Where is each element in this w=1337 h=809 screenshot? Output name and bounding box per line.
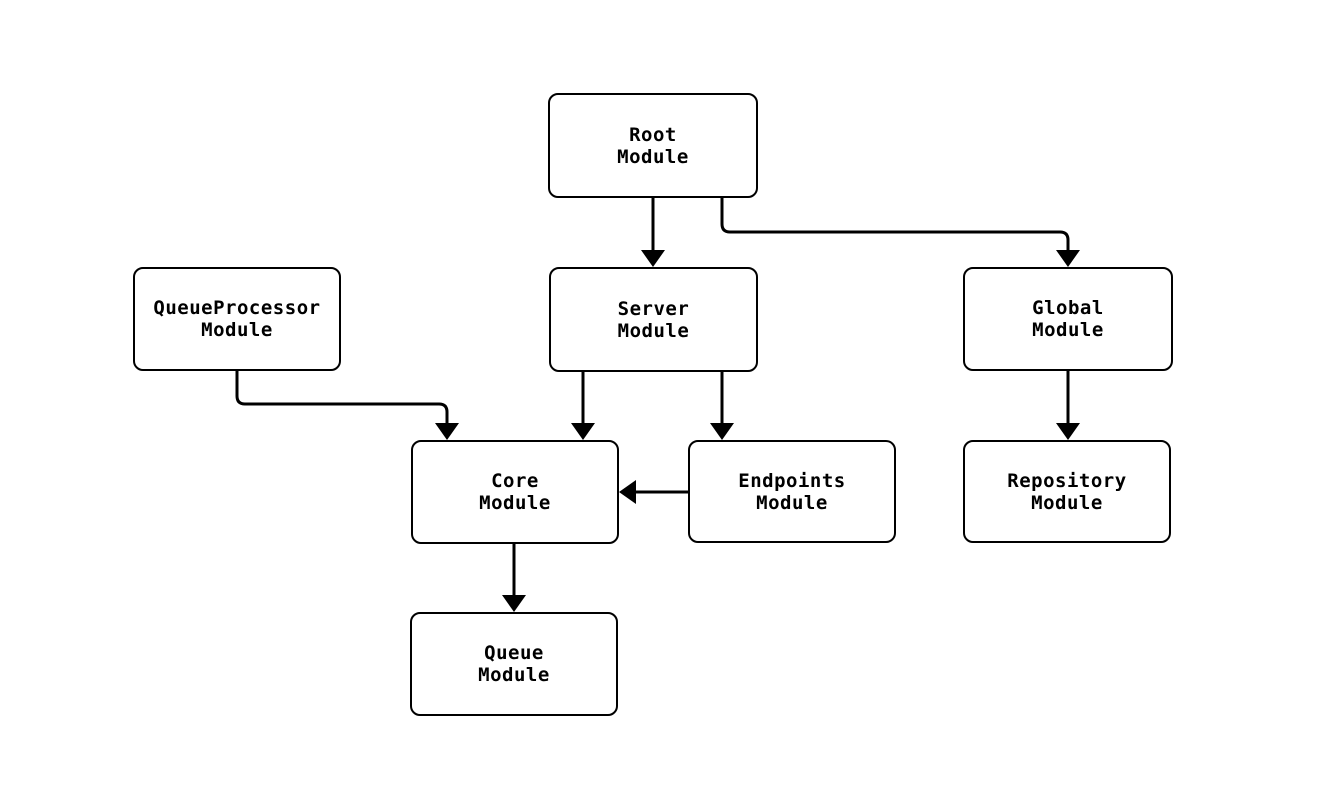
node-repository-module: Repository Module	[963, 440, 1171, 543]
module-suffix-line: Module	[617, 145, 689, 168]
arrowhead-server-to-core	[571, 423, 595, 440]
module-name-line: Queue	[484, 642, 544, 664]
module-node-label: Core Module	[479, 470, 551, 514]
module-name-line: Core	[491, 470, 539, 492]
edge-queueprocessor-to-core	[235, 371, 449, 424]
module-suffix-line: Module	[478, 664, 550, 686]
node-core-module: Core Module	[411, 440, 619, 544]
module-node-label: QueueProcessor Module	[153, 297, 320, 341]
module-name-line: Root	[629, 123, 677, 146]
arrowhead-endpoints-to-core	[619, 480, 636, 504]
arrowhead-root-to-global	[1056, 250, 1080, 267]
module-suffix-line: Module	[617, 319, 690, 342]
module-suffix-line: Module	[756, 491, 828, 514]
node-endpoints-module: Endpoints Module	[688, 440, 896, 543]
module-node-label: Root Module	[617, 124, 689, 168]
arrowhead-root-to-server	[641, 250, 665, 267]
module-name-line: Server	[617, 297, 690, 320]
module-node-label: Server Module	[618, 298, 690, 342]
module-suffix-line: Module	[479, 492, 551, 514]
module-node-label: Queue Module	[478, 642, 550, 686]
module-name-line: QueueProcessor	[153, 297, 321, 319]
arrowhead-server-to-endpoints	[710, 423, 734, 440]
module-suffix-line: Module	[201, 319, 273, 341]
module-name-line: Repository	[1007, 469, 1127, 492]
module-suffix-line: Module	[1031, 491, 1103, 514]
edge-root-to-global	[720, 198, 1070, 251]
arrowhead-global-to-repository	[1056, 423, 1080, 440]
node-queueprocessor-module: QueueProcessor Module	[133, 267, 341, 371]
module-name-line: Global	[1032, 297, 1104, 319]
module-node-label: Endpoints Module	[738, 470, 845, 514]
node-queue-module: Queue Module	[410, 612, 618, 716]
node-root-module: Root Module	[548, 93, 758, 198]
module-suffix-line: Module	[1032, 319, 1104, 341]
node-server-module: Server Module	[549, 267, 758, 372]
module-node-label: Global Module	[1032, 297, 1104, 341]
node-global-module: Global Module	[963, 267, 1173, 371]
arrowhead-queueprocessor-to-core	[435, 423, 459, 440]
arrowhead-core-to-queue	[502, 595, 526, 612]
module-name-line: Endpoints	[738, 469, 846, 492]
module-node-label: Repository Module	[1007, 470, 1126, 514]
